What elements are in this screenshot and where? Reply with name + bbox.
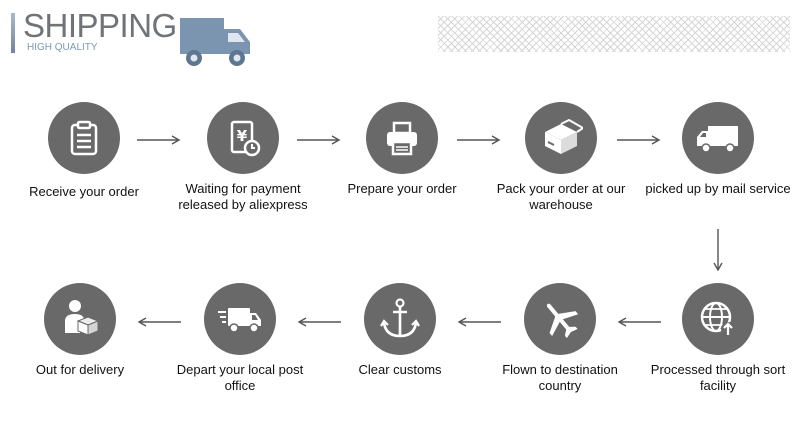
step-icon-circle [682, 102, 754, 174]
step-label: Waiting for payment released by aliexpre… [178, 181, 308, 212]
truck-logo-icon [180, 18, 250, 66]
arrow-right-icon [457, 135, 501, 145]
page-title: SHIPPING [23, 7, 177, 44]
step-out-for-delivery: Out for delivery [0, 283, 160, 378]
header-accent-bar [11, 13, 15, 53]
arrow-down-icon [713, 229, 723, 272]
page-subtitle: HIGH QUALITY [27, 42, 98, 53]
arrow-left-icon [617, 317, 661, 327]
arrow-right-icon [617, 135, 661, 145]
delivery-person-icon [65, 300, 100, 336]
step-icon-circle [48, 102, 120, 174]
payment-yen-icon: ¥ [230, 120, 261, 157]
clipboard-icon [70, 120, 98, 156]
arrow-right-icon [297, 135, 341, 145]
package-box-icon [545, 118, 583, 154]
step-prepare-order: Prepare your order [322, 102, 482, 197]
step-icon-circle [524, 283, 596, 355]
globe-upload-icon [700, 301, 735, 336]
step-icon-circle [364, 283, 436, 355]
step-icon-circle [525, 102, 597, 174]
step-label: Depart your local post office [176, 362, 304, 393]
step-label: Out for delivery [35, 362, 125, 377]
truck-icon [697, 126, 738, 153]
step-sort-facility: Processed through sort facility [638, 283, 798, 394]
step-pack-order: Pack your order at our warehouse [481, 102, 641, 213]
step-label: Prepare your order [347, 181, 457, 196]
arrow-left-icon [137, 317, 181, 327]
step-receive-order: Receive your order [4, 102, 164, 200]
step-clear-customs: Clear customs [320, 283, 480, 378]
step-waiting-payment: ¥ Waiting for payment released by aliexp… [163, 102, 323, 213]
printer-icon [387, 121, 417, 156]
step-depart-post-office: Depart your local post office [160, 283, 320, 394]
step-label: Receive your order [29, 184, 139, 199]
step-label: Clear customs [358, 362, 442, 377]
arrow-left-icon [297, 317, 341, 327]
arrow-right-icon [137, 135, 181, 145]
step-label: Flown to destination country [502, 362, 618, 393]
step-icon-circle [204, 283, 276, 355]
step-label: Processed through sort facility [650, 362, 786, 393]
step-label: Pack your order at our warehouse [496, 181, 626, 212]
step-icon-circle [366, 102, 438, 174]
fast-truck-icon [218, 308, 261, 333]
step-icon-circle [44, 283, 116, 355]
airplane-icon [546, 303, 579, 339]
step-icon-circle [682, 283, 754, 355]
arrow-left-icon [457, 317, 501, 327]
step-picked-up: picked up by mail service [638, 102, 798, 197]
step-icon-circle: ¥ [207, 102, 279, 174]
decorative-hatch-pattern [438, 16, 790, 52]
svg-text:¥: ¥ [237, 127, 248, 145]
step-flown-destination: Flown to destination country [480, 283, 640, 394]
step-label: picked up by mail service [645, 181, 791, 196]
anchor-icon [380, 298, 420, 338]
